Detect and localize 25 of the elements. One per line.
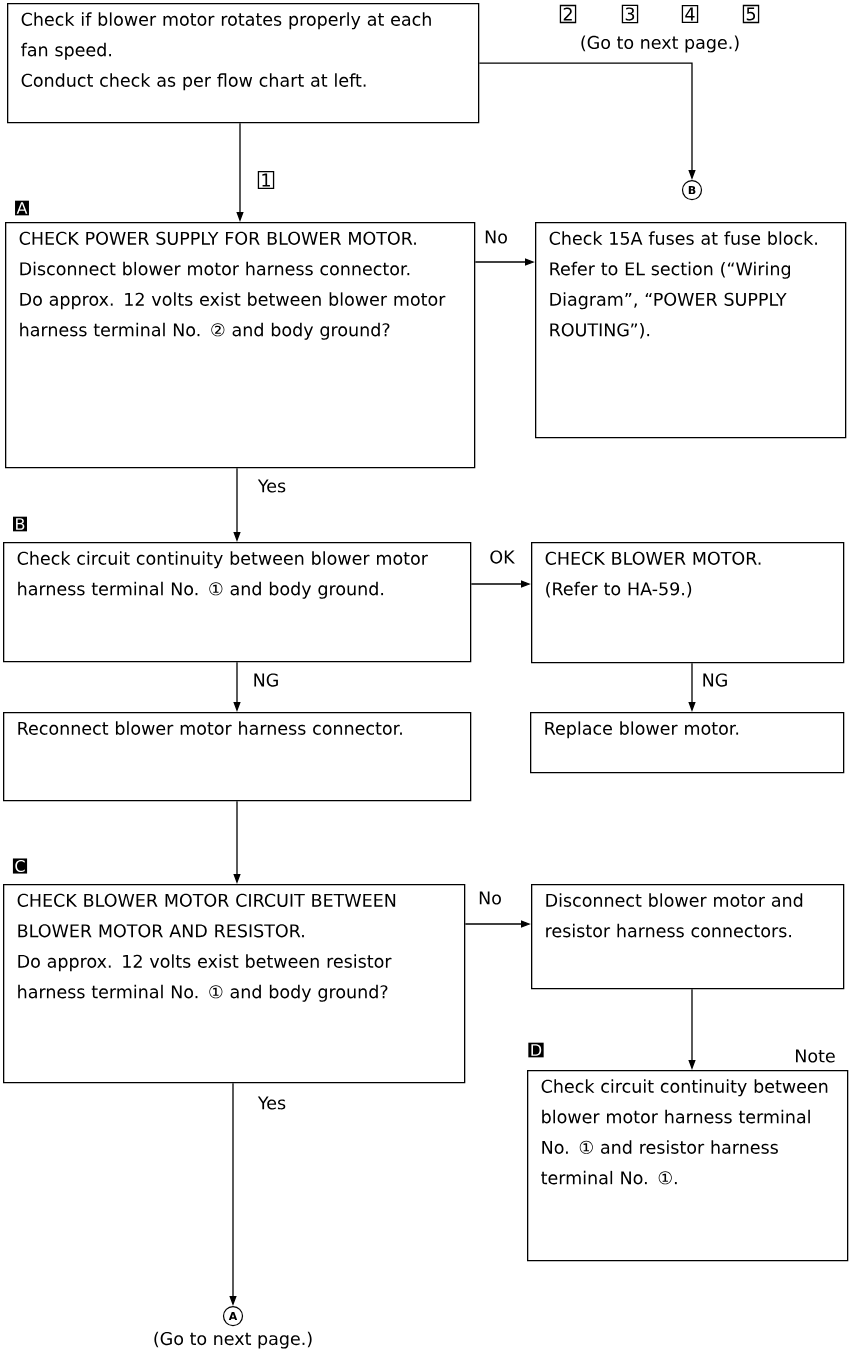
step-number: 2 — [559, 4, 577, 24]
note-text: (Go to next page.) — [154, 1331, 312, 1349]
note-text: Note — [796, 1049, 835, 1063]
process-box: CHECK BLOWER MOTOR. (Refer to HA-59.) — [531, 542, 845, 664]
step-number: 5 — [742, 4, 760, 24]
edge-label: Yes — [255, 477, 289, 495]
process-box: Check if blower motor rotates properly at each fan speed. Conduct check as per flow chart at left. — [7, 3, 480, 124]
edge-label: No — [476, 889, 504, 907]
process-box: CHECK POWER SUPPLY FOR BLOWER MOTOR. Disconnect blower motor harness connector. Do approx. 12 volts exist between blower motor harness terminal No. ② and body ground? — [5, 222, 476, 469]
edge-label: No — [482, 228, 510, 246]
note-text: (Go to next page.) — [581, 35, 739, 53]
step-number: 4 — [681, 4, 699, 24]
step-number: 3 — [621, 4, 639, 24]
process-box: Reconnect blower motor harness connector. — [3, 712, 472, 802]
process-box: Check circuit continuity between blower motor harness terminal No. ① and resistor harness terminal No. ①. — [527, 1070, 849, 1262]
process-box: Replace blower motor. — [530, 712, 845, 774]
process-box: Check 15A fuses at fuse block. Refer to EL section (“Wiring Diagram”, “POWER SUPPLY ROUTING”). — [535, 222, 847, 439]
process-box: CHECK BLOWER MOTOR CIRCUIT BETWEEN BLOWER MOTOR AND RESISTOR. Do approx. 12 volts exist between resistor harness terminal No. ① and body ground? — [3, 884, 466, 1084]
process-box: Disconnect blower motor and resistor harness connectors. — [531, 884, 845, 990]
edge-label: OK — [487, 548, 517, 566]
process-box: Check circuit continuity between blower motor harness terminal No. ① and body ground. — [3, 542, 472, 663]
edge-label: Yes — [255, 1094, 289, 1112]
edge-label: 1 — [257, 171, 275, 190]
edge-label: NG — [699, 671, 731, 689]
edge-label: NG — [250, 671, 282, 689]
